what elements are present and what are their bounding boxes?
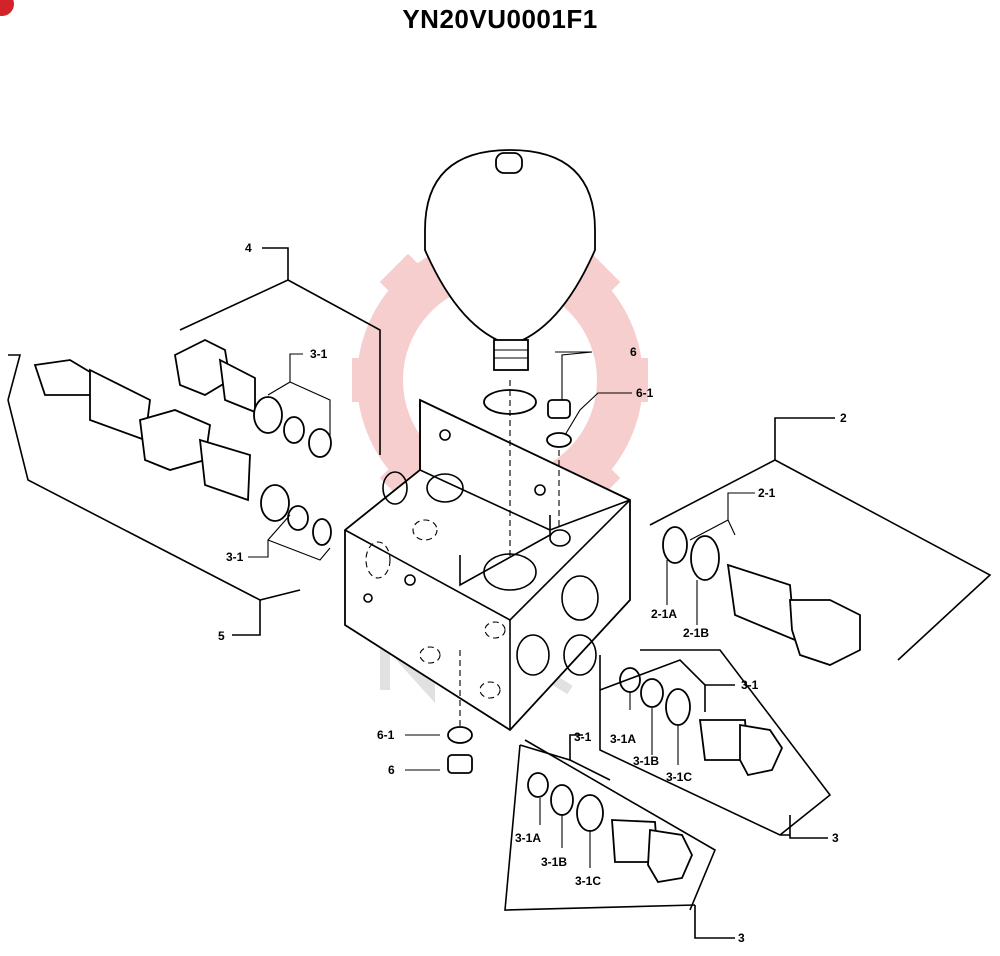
callout-5: 5 [218, 629, 225, 643]
callout-3-1-right: 3-1 [741, 678, 759, 692]
callout-3-1b-right: 3-1B [633, 754, 659, 768]
accumulator [424, 149, 596, 371]
callout-2-1b: 2-1B [683, 626, 709, 640]
callout-6-1-bottom: 6-1 [377, 728, 395, 742]
plug-bottom [447, 726, 473, 774]
page-title: YN20VU0001F1 [402, 4, 598, 34]
callout-2-1: 2-1 [758, 486, 776, 500]
callout-3-1b-bottom: 3-1B [541, 855, 567, 869]
callout-6-top: 6 [630, 345, 637, 359]
cartridge-valve-lower-left [33, 359, 332, 546]
callout-3-1c-bottom: 3-1C [575, 874, 601, 888]
cartridge-valve-lower-right [619, 667, 784, 777]
cartridge-valve-bottom [527, 772, 693, 883]
callout-3-1a-right: 3-1A [610, 732, 636, 746]
callout-3-1-upper-left: 3-1 [310, 347, 328, 361]
callout-3-right: 3 [832, 831, 839, 845]
callout-6-bottom: 6 [388, 763, 395, 777]
leader-lines [7, 247, 992, 939]
callout-3-bottom: 3 [738, 931, 745, 945]
callout-3-1c-right: 3-1C [666, 770, 692, 784]
callout-3-1a-bottom: 3-1A [515, 831, 541, 845]
cartridge-valve-right [662, 526, 861, 666]
callout-2: 2 [840, 411, 847, 425]
valve-block [344, 380, 631, 732]
callout-6-1-top: 6-1 [636, 386, 654, 400]
callout-3-1-bottom: 3-1 [574, 730, 592, 744]
cartridge-valve-upper-left [174, 338, 332, 458]
callout-2-1a: 2-1A [651, 607, 677, 621]
callout-3-1-lower-left: 3-1 [226, 550, 244, 564]
callout-labels: 4 2 5 6 6-1 6-1 6 3-1 3-1 2-1 2-1A 2-1B … [218, 241, 847, 945]
callout-4: 4 [245, 241, 252, 255]
brand-badge [0, 0, 14, 16]
plug-top [546, 399, 572, 448]
